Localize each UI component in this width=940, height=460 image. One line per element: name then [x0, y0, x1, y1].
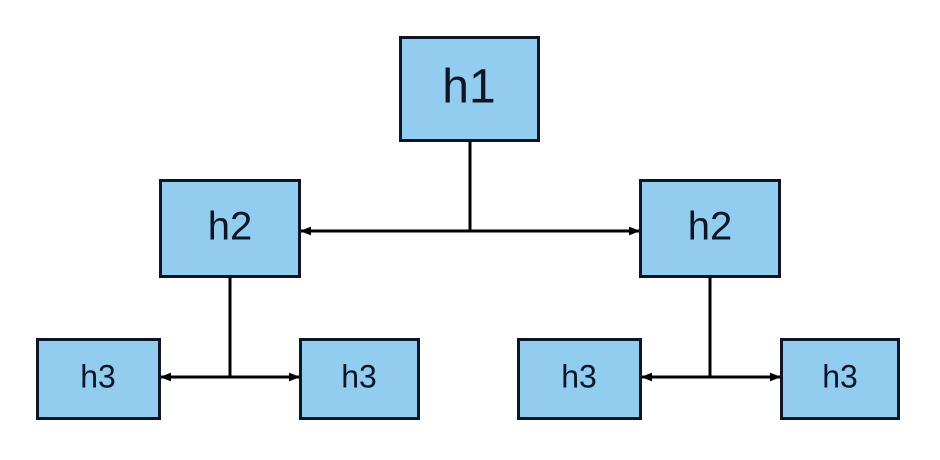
- node-layer: h1 h2 h2 h3 h3 h3: [36, 36, 900, 420]
- node-h3-one-label: h3: [80, 358, 116, 394]
- node-h3-four-box[interactable]: [780, 338, 900, 420]
- node-h3-two[interactable]: h3: [299, 338, 420, 420]
- node-h2-right-box[interactable]: [639, 179, 781, 278]
- node-h2-right-label: h2: [688, 205, 733, 249]
- node-h2-left-box[interactable]: [159, 179, 301, 278]
- node-h3-three[interactable]: h3: [517, 338, 642, 420]
- node-h2-right[interactable]: h2: [639, 179, 781, 278]
- node-h3-two-box[interactable]: [299, 338, 420, 420]
- node-h1-root[interactable]: h1: [399, 36, 540, 142]
- node-h2-left[interactable]: h2: [159, 179, 301, 278]
- node-h3-one-box[interactable]: [36, 338, 161, 420]
- node-h3-one[interactable]: h3: [36, 338, 161, 420]
- node-h2-left-label: h2: [208, 205, 253, 249]
- node-h1-root-box[interactable]: [399, 36, 540, 142]
- node-h3-four[interactable]: h3: [780, 338, 900, 420]
- node-h3-four-label: h3: [822, 358, 858, 394]
- node-h3-three-label: h3: [561, 358, 597, 394]
- node-h3-three-box[interactable]: [517, 338, 642, 420]
- connector-layer: [160, 142, 781, 382]
- node-h3-two-label: h3: [341, 358, 377, 394]
- node-h1-root-label: h1: [442, 61, 495, 114]
